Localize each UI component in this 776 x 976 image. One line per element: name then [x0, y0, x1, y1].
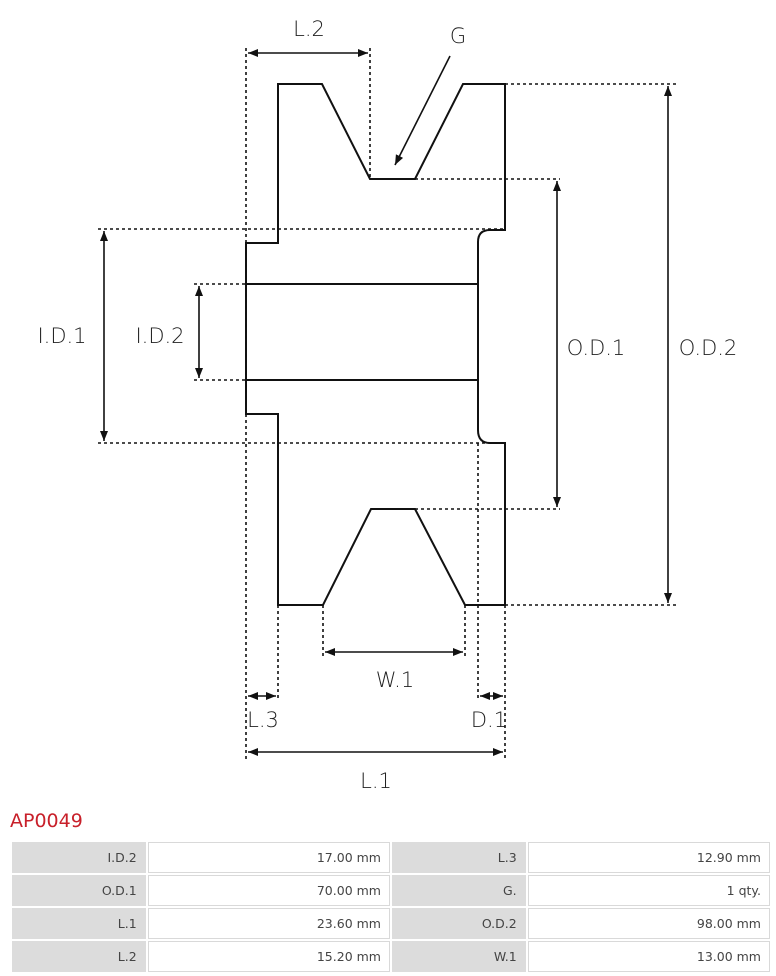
spec-value: 15.20 mm [147, 941, 390, 972]
part-code-heading: AP0049 [10, 810, 83, 832]
table-row: O.D.1 70.00 mm G. 1 qty. [12, 875, 770, 906]
id2-label: I.D.2 [135, 324, 184, 348]
table-row: L.1 23.60 mm O.D.2 98.00 mm [12, 908, 770, 939]
spec-value: 17.00 mm [147, 842, 390, 873]
spec-key: L.3 [391, 842, 526, 873]
groove-pointer-arrow [394, 55, 451, 166]
spec-key: O.D.2 [391, 908, 526, 939]
extension-lines [98, 48, 678, 760]
spec-key: W.1 [391, 941, 526, 972]
spec-key: L.1 [12, 908, 146, 939]
id1-label: I.D.1 [37, 324, 86, 348]
spec-value: 1 qty. [527, 875, 770, 906]
d1-label: D.1 [471, 708, 507, 732]
table-row: L.2 15.20 mm W.1 13.00 mm [12, 941, 770, 972]
spec-key: G. [391, 875, 526, 906]
od1-label: O.D.1 [567, 336, 626, 360]
spec-value: 23.60 mm [147, 908, 390, 939]
pulley-outline [245, 83, 506, 606]
l1-label: L.1 [360, 769, 392, 793]
w1-label: W.1 [376, 668, 414, 692]
l2-label: L.2 [293, 17, 325, 41]
od2-label: O.D.2 [679, 336, 738, 360]
spec-table: I.D.2 17.00 mm L.3 12.90 mm O.D.1 70.00 … [10, 840, 772, 974]
spec-key: O.D.1 [12, 875, 146, 906]
spec-value: 70.00 mm [147, 875, 390, 906]
g-label: G [450, 24, 466, 48]
spec-value: 13.00 mm [527, 941, 770, 972]
spec-key: I.D.2 [12, 842, 146, 873]
spec-value: 98.00 mm [527, 908, 770, 939]
spec-value: 12.90 mm [527, 842, 770, 873]
pulley-dimension-drawing: L.2 G I.D.1 I.D.2 O.D.1 O.D.2 W.1 L.3 D.… [37, 17, 738, 793]
spec-key: L.2 [12, 941, 146, 972]
table-row: I.D.2 17.00 mm L.3 12.90 mm [12, 842, 770, 873]
l3-label: L.3 [247, 708, 279, 732]
dimension-arrows [100, 49, 672, 756]
